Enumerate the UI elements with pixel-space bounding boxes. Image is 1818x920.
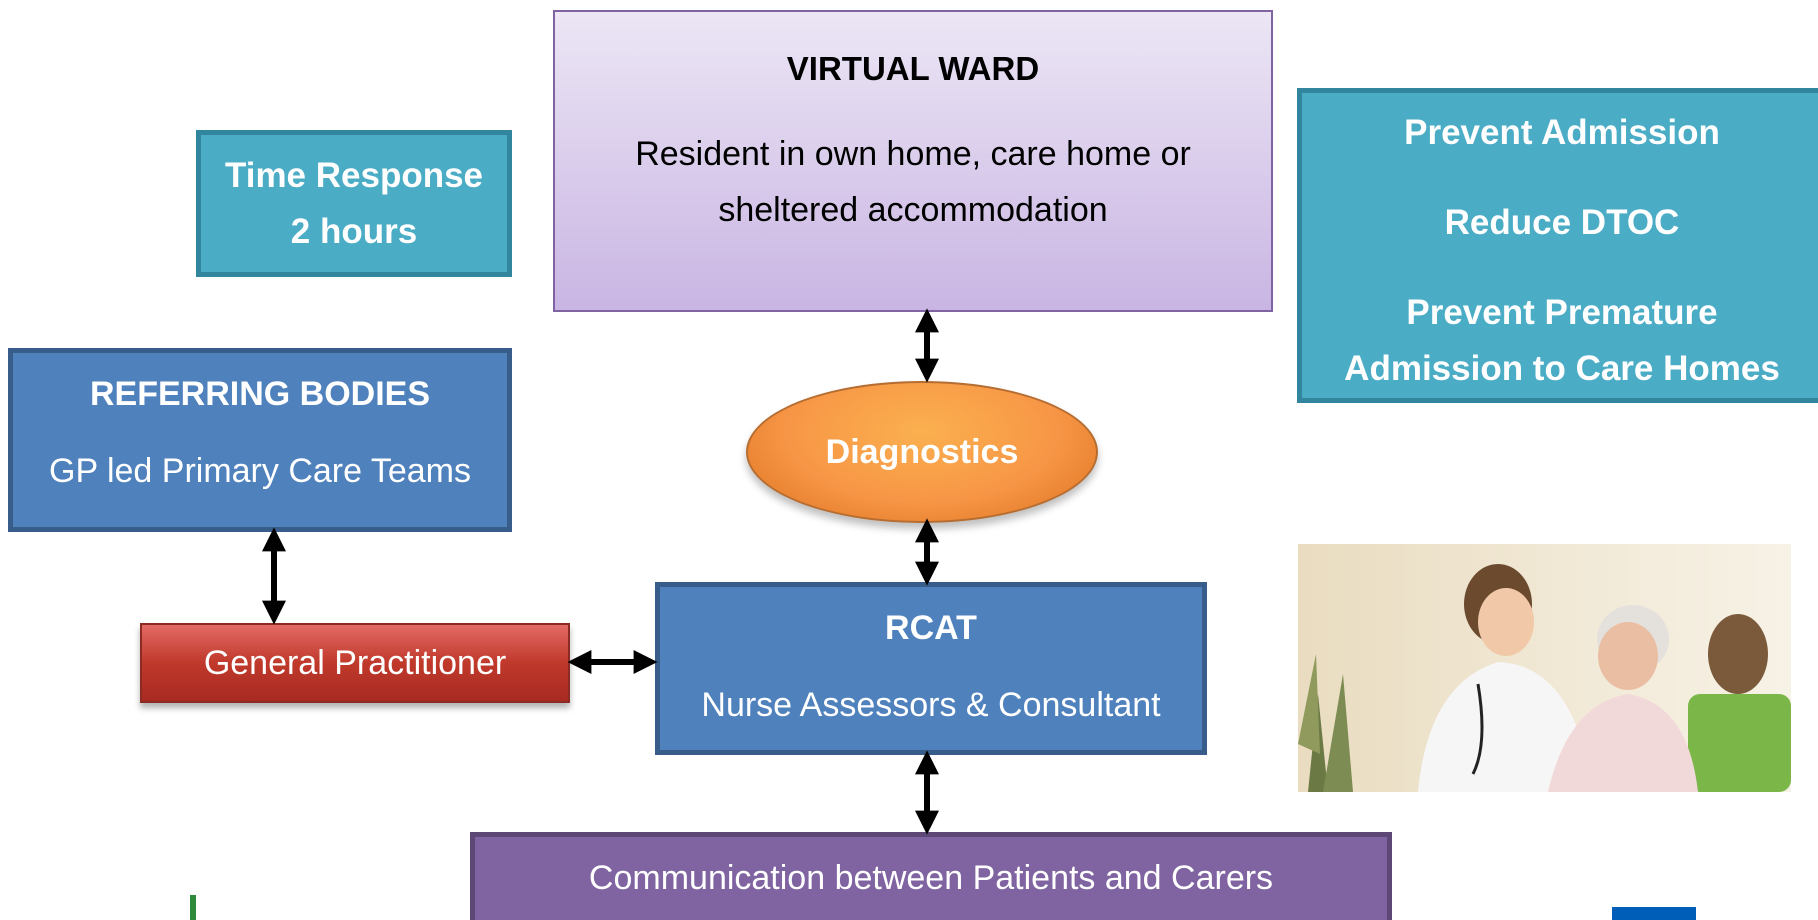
photo-stethoscope — [1471, 683, 1484, 775]
photo-nurse-face — [1478, 588, 1534, 656]
nurse-with-elderly-patient-photo — [1298, 544, 1791, 792]
virtual-ward-line-2: sheltered accommodation — [718, 191, 1108, 229]
virtual-ward-box: VIRTUAL WARD Resident in own home, care … — [553, 10, 1273, 312]
photo-chair — [1688, 694, 1791, 792]
organisation-logo-partial — [190, 895, 196, 920]
photo-plant — [1298, 654, 1320, 754]
referring-bodies-subtitle: GP led Primary Care Teams — [49, 452, 471, 490]
goal-prevent-premature-line-1: Prevent Premature — [1406, 293, 1718, 332]
photo-nurse-uniform — [1418, 662, 1598, 792]
virtual-ward-line-1: Resident in own home, care home or — [635, 135, 1191, 173]
rcat-title: RCAT — [885, 609, 977, 647]
time-response-line-1: Time Response — [224, 155, 484, 195]
goal-prevent-premature-line-2: Admission to Care Homes — [1344, 349, 1780, 388]
communication-label: Communication between Patients and Carer… — [588, 859, 1274, 897]
general-practitioner-box: General Practitioner — [140, 623, 570, 703]
goal-reduce-dtoc: Reduce DTOC — [1444, 203, 1680, 242]
photo-patient-face — [1598, 622, 1658, 690]
rcat-subtitle: Nurse Assessors & Consultant — [701, 686, 1161, 724]
photo-patient-cardigan — [1548, 694, 1698, 792]
photo-cushion — [1708, 614, 1768, 694]
time-response-box: Time Response 2 hours — [196, 130, 512, 277]
referring-bodies-box: REFERRING BODIES GP led Primary Care Tea… — [8, 348, 512, 532]
goals-box: Prevent Admission Reduce DTOC Prevent Pr… — [1297, 88, 1818, 403]
general-practitioner-label: General Practitioner — [203, 643, 507, 682]
nhs-logo-partial — [1612, 907, 1696, 920]
time-response-line-2: 2 hours — [290, 211, 418, 251]
referring-bodies-title: REFERRING BODIES — [89, 375, 431, 413]
photo-plant — [1323, 674, 1353, 792]
virtual-ward-title: VIRTUAL WARD — [786, 50, 1040, 87]
goal-prevent-admission: Prevent Admission — [1404, 113, 1720, 152]
diagnostics-ellipse: Diagnostics — [746, 381, 1098, 523]
diagnostics-label: Diagnostics — [825, 432, 1019, 471]
